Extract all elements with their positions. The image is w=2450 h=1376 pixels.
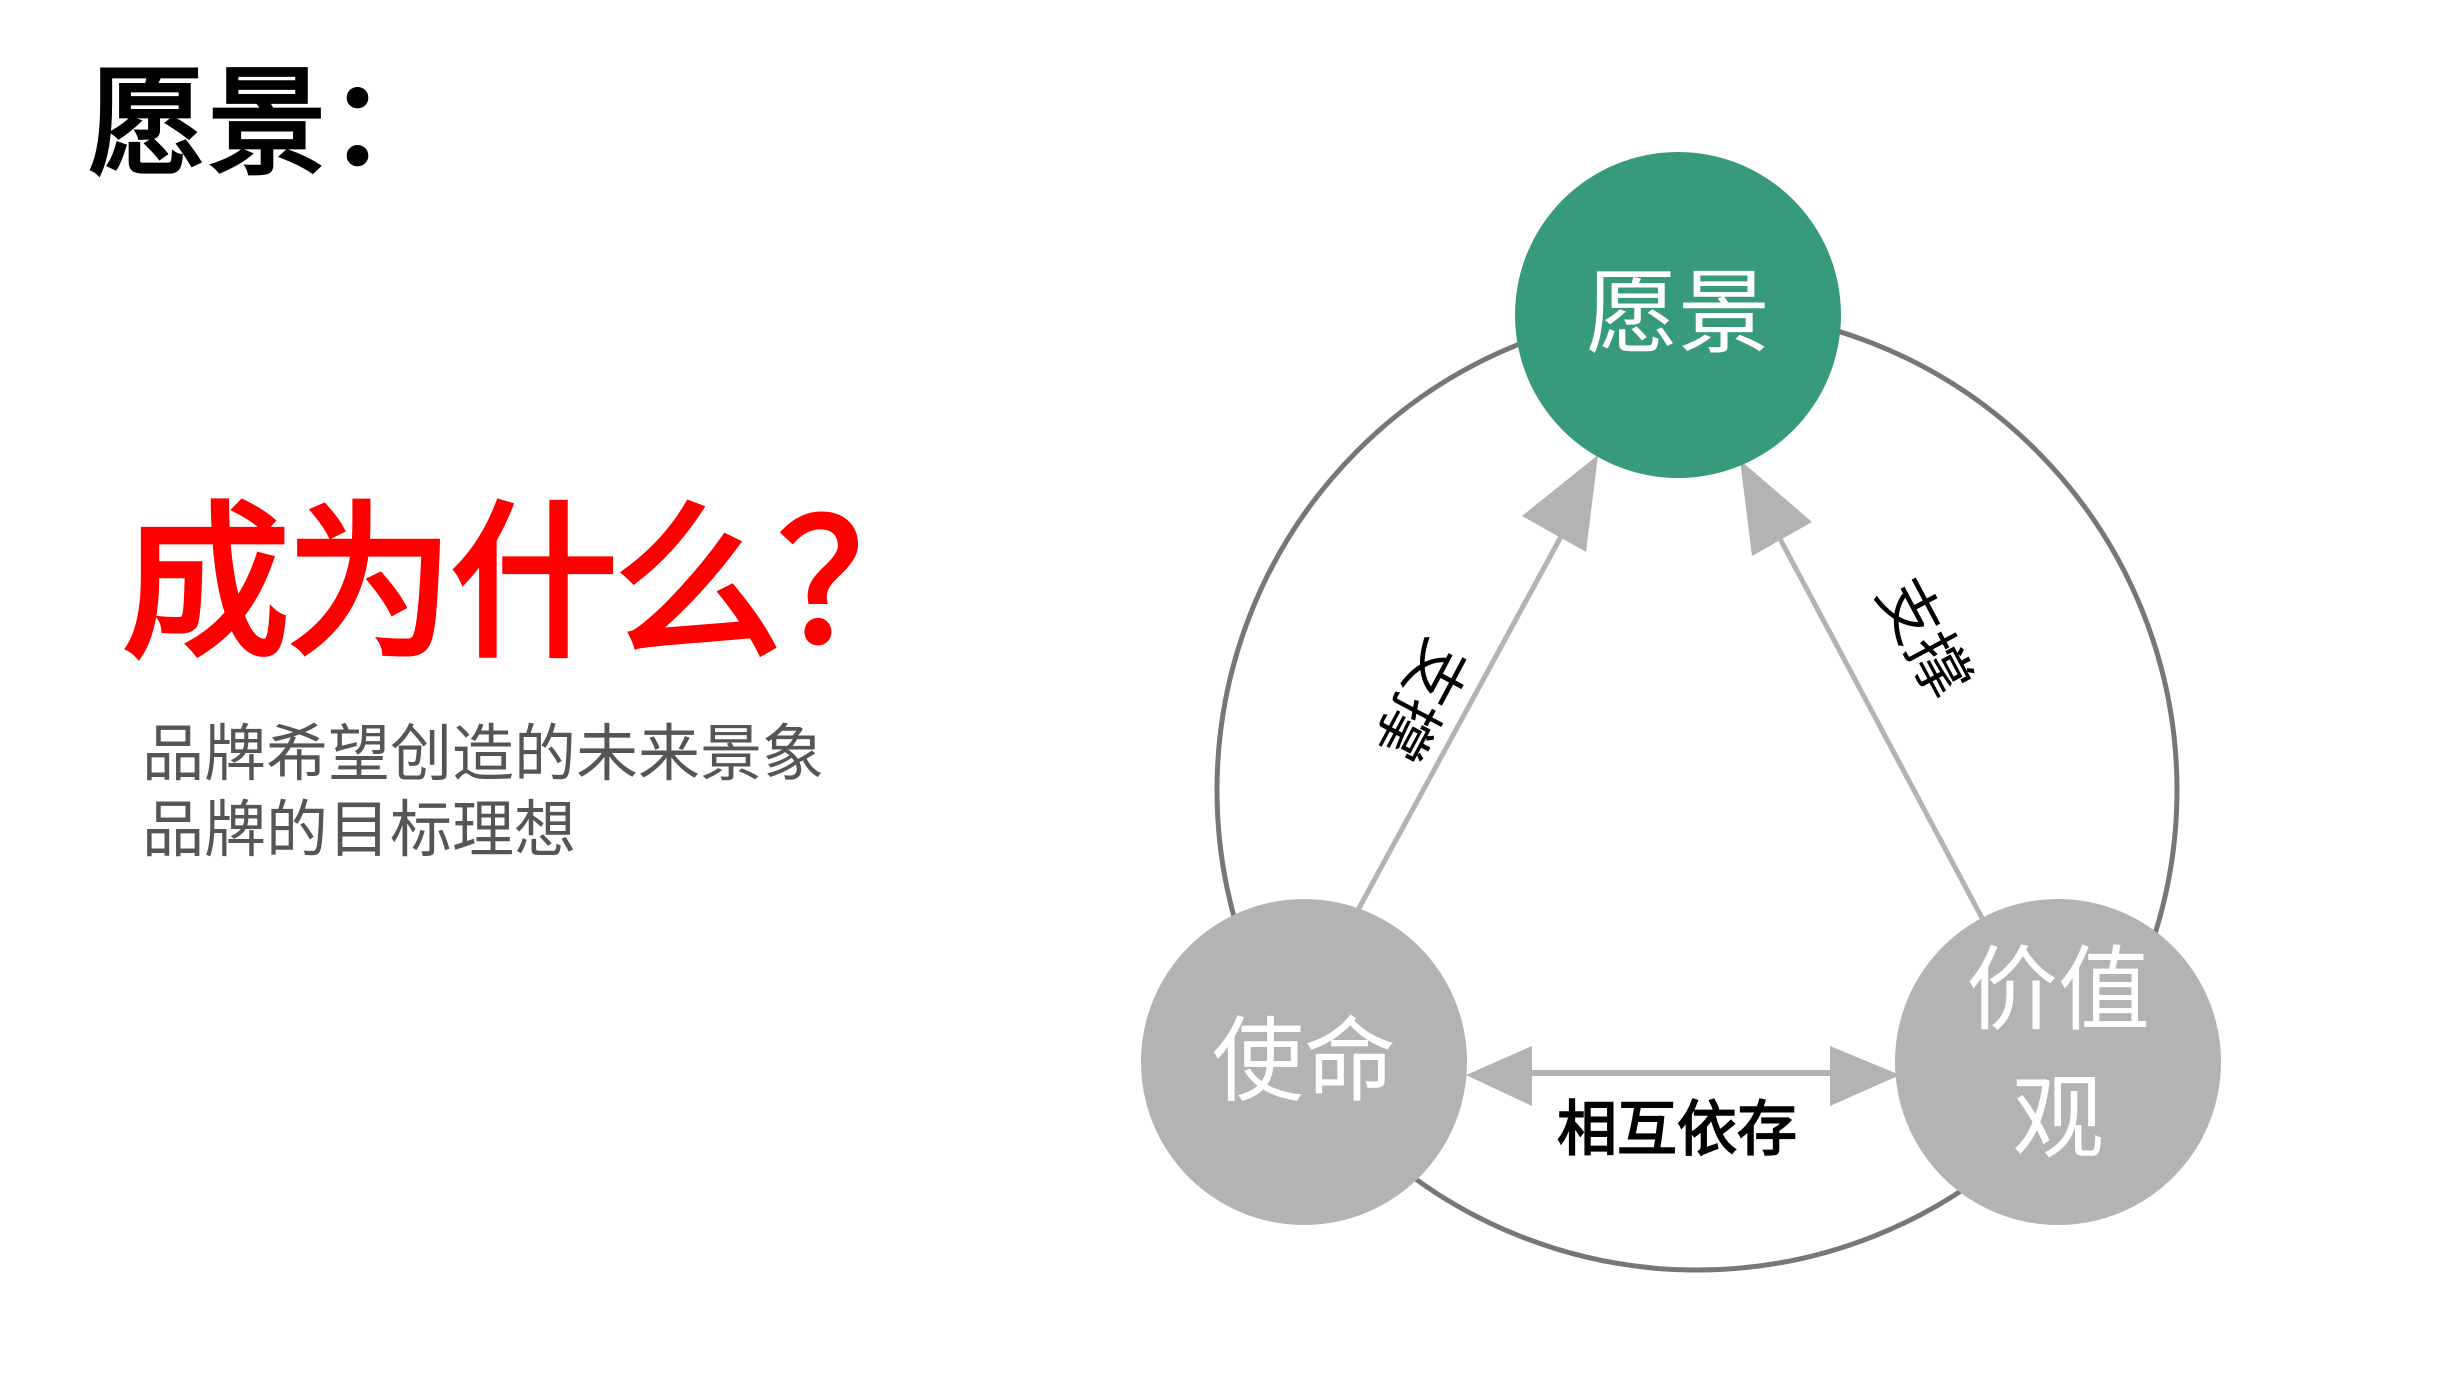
description: 品牌希望创造的未来景象 品牌的目标理想 [142,716,824,868]
arrowhead-icon [1740,460,1812,556]
support-label-right: 支撑 [1863,566,1986,710]
support-label-left: 支撑 [1360,628,1483,772]
vision-node [1515,152,1841,478]
values-label-line1: 价值 [1966,937,2150,1044]
values-label-line2: 观 [2012,1065,2104,1172]
mission-label: 使命 [1212,1008,1396,1115]
arrowhead-icon [1522,455,1598,552]
vision-label: 愿景 [1586,260,1770,367]
description-line: 品牌希望创造的未来景象 [142,717,825,790]
arrow-values-to-vision [1767,518,1985,920]
arrowhead-icon [1830,1046,1900,1106]
headline: 成为什么？ [122,486,946,682]
values-node [1895,899,2221,1225]
arrow-mission-to-vision [1355,518,1573,912]
mission-node [1141,899,1467,1225]
page-title: 愿景： [88,53,449,192]
arrowhead-icon [1466,1046,1532,1106]
interdependent-label: 相互依存 [1557,1095,1797,1165]
description-line: 品牌的目标理想 [142,793,577,866]
